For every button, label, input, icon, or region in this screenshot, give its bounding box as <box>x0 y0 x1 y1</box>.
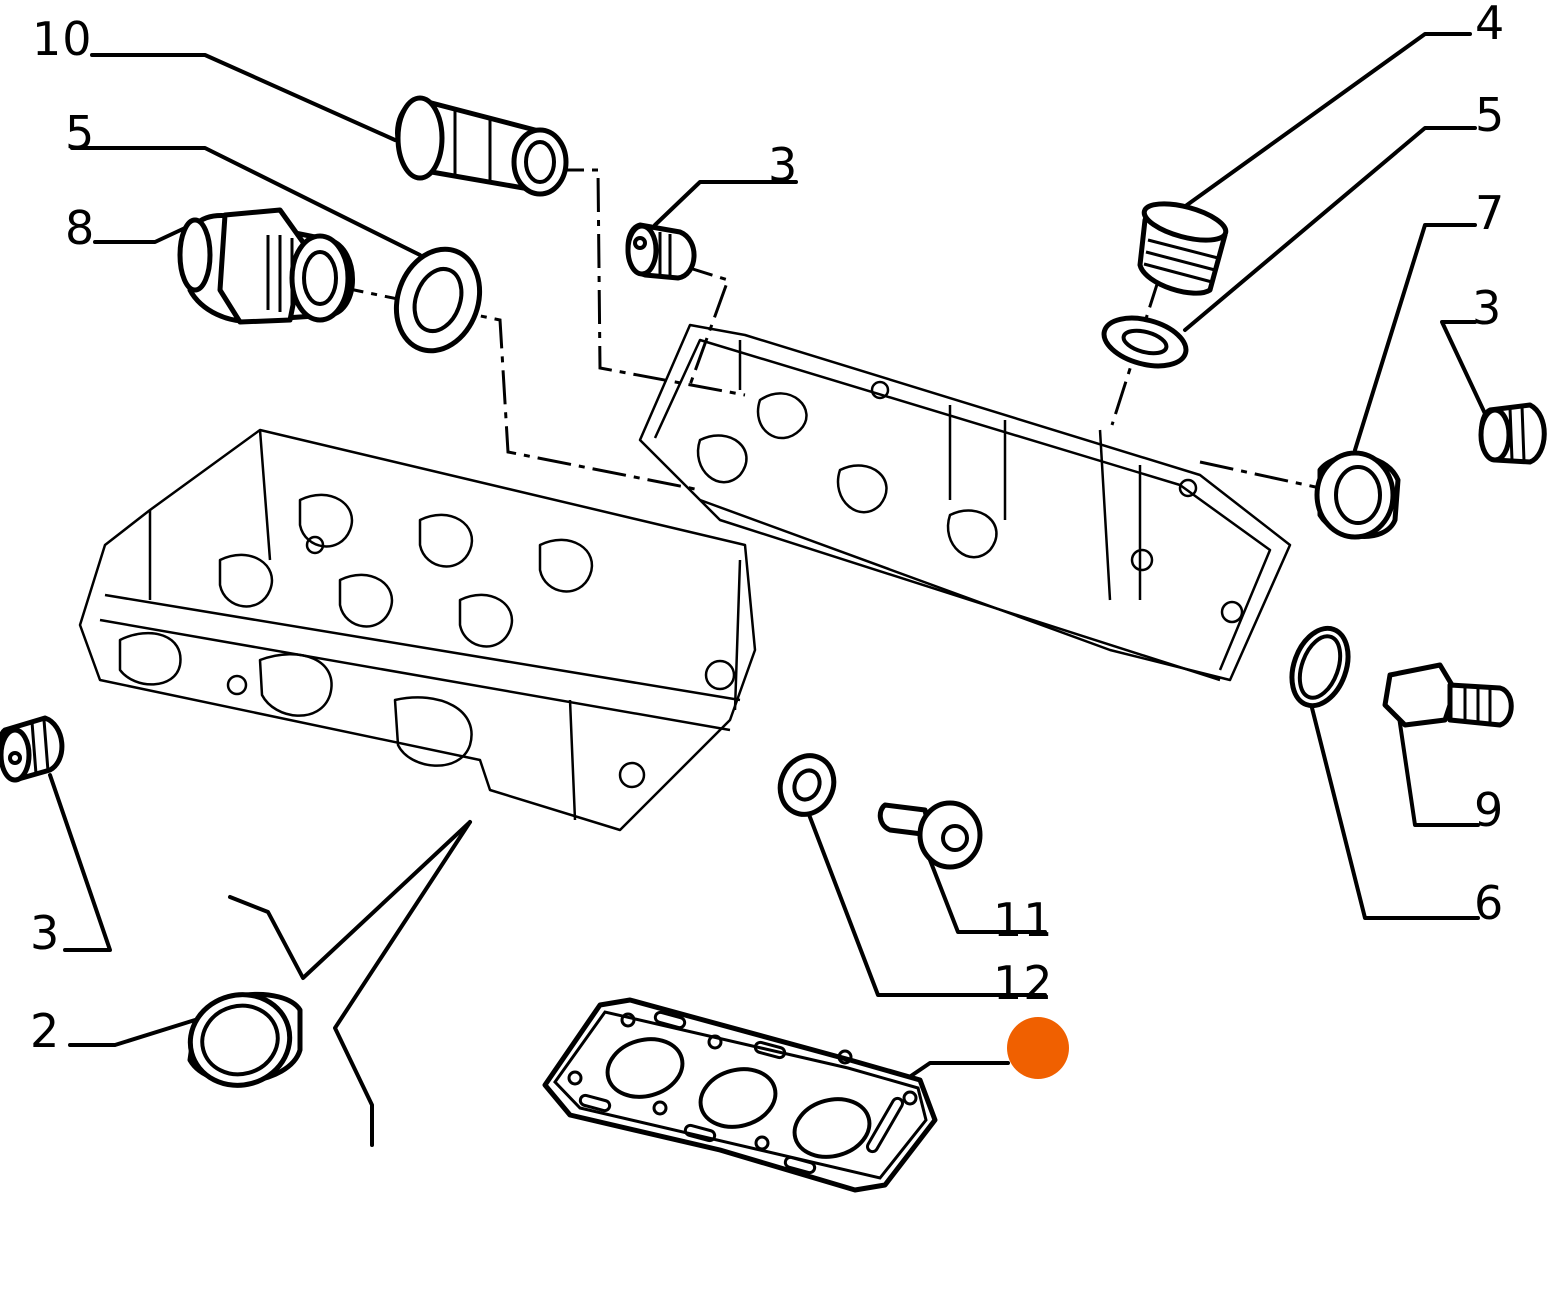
leader-4 <box>1178 32 1472 212</box>
leader-5-left <box>70 146 422 257</box>
leader-3-right <box>1440 320 1490 422</box>
callout-9: 9 <box>1474 783 1505 837</box>
part-4-threaded-plug <box>1137 201 1229 296</box>
part-8-fitting <box>177 207 355 325</box>
callout-11: 11 <box>993 893 1054 947</box>
leader-9 <box>1396 708 1480 827</box>
callout-6: 6 <box>1474 876 1505 930</box>
cylinder-head-gasket <box>542 997 938 1193</box>
callout-3-left: 3 <box>30 906 61 960</box>
leader-3-left <box>48 773 112 952</box>
camshaft-carrier <box>638 323 1292 682</box>
cylinder-head <box>78 428 757 832</box>
leader-5-right <box>1183 126 1477 332</box>
part-2-seal <box>187 991 303 1088</box>
callout-3-right: 3 <box>1472 281 1503 335</box>
axis-7 <box>1199 460 1321 490</box>
part-7-cap <box>1314 450 1401 540</box>
callout-7: 7 <box>1475 186 1506 240</box>
callout-5-left: 5 <box>65 106 96 160</box>
part-11-screw <box>877 800 983 870</box>
leader-8 <box>93 226 187 244</box>
part-5-right-washer <box>1101 315 1189 369</box>
axis-3-top <box>679 263 730 386</box>
leader-3-top <box>653 180 798 227</box>
part-3-top-plug <box>625 222 697 281</box>
leader-6 <box>1308 698 1480 920</box>
assembly-bracket <box>228 820 472 980</box>
part-9-bolt <box>1382 662 1514 728</box>
leader-10 <box>90 53 397 142</box>
part-6-oring <box>1289 625 1351 709</box>
leader-2 <box>68 1018 197 1047</box>
callout-8: 8 <box>65 201 96 255</box>
leader-lines <box>48 32 1490 1147</box>
leader-12 <box>806 810 1047 997</box>
callout-3-top: 3 <box>768 138 799 192</box>
part-10-sleeve <box>395 95 569 197</box>
callout-5-right: 5 <box>1475 88 1506 142</box>
part-5-left-seal <box>393 246 483 354</box>
part-12-washer <box>777 753 837 817</box>
part-3-right-plug <box>1478 402 1547 465</box>
assembly-bracket-lower <box>333 820 472 1147</box>
leader-11 <box>928 858 1047 934</box>
leader-7 <box>1353 223 1477 452</box>
callout-4: 4 <box>1475 0 1506 50</box>
highlight-marker[interactable] <box>1007 1017 1069 1079</box>
part-3-left-plug <box>0 715 65 783</box>
leader-marker <box>903 1061 1010 1082</box>
axis-10 <box>550 168 746 397</box>
callout-10: 10 <box>32 12 93 66</box>
callout-2: 2 <box>30 1004 61 1058</box>
callout-12: 12 <box>993 956 1054 1010</box>
